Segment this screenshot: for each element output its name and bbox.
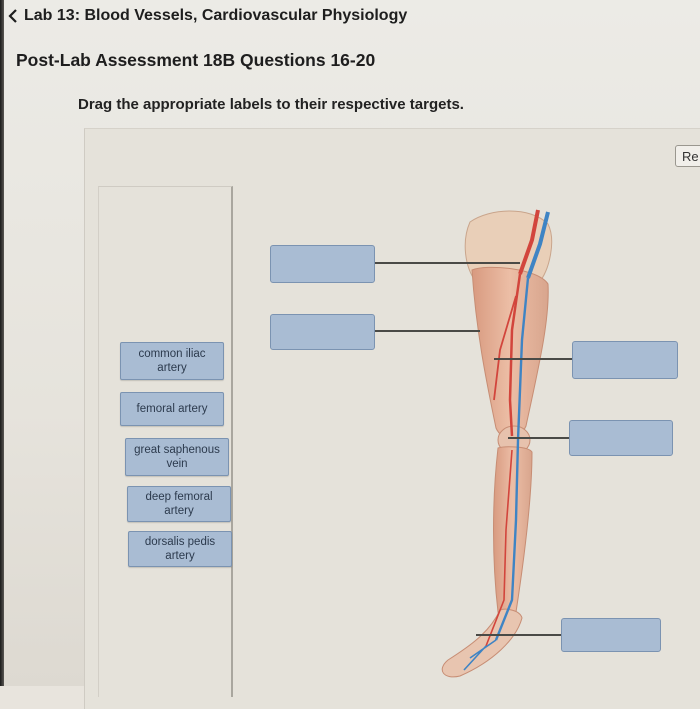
chevron-left-icon [8, 9, 17, 23]
leg-anatomy-illustration [441, 209, 553, 678]
leader-line [494, 358, 574, 360]
leader-line [476, 634, 562, 636]
drop-target-5[interactable] [561, 618, 661, 652]
label-bank [98, 186, 233, 697]
drop-target-4[interactable] [569, 420, 673, 456]
drop-target-2[interactable] [270, 314, 375, 350]
great-saphenous-vein-vessel [494, 277, 530, 641]
reset-button[interactable]: Re [675, 145, 700, 167]
device-bezel [0, 0, 4, 686]
drop-target-1[interactable] [270, 245, 375, 283]
label-femoral-artery[interactable]: femoral artery [120, 392, 224, 426]
deep-femoral-artery-vessel [493, 295, 517, 401]
back-link-label: Lab 13: Blood Vessels, Cardiovascular Ph… [24, 7, 408, 24]
leader-line [372, 262, 520, 264]
instruction-text: Drag the appropriate labels to their res… [78, 96, 464, 113]
label-dorsalis-pedis-artery[interactable]: dorsalis pedis artery [128, 531, 232, 567]
label-deep-femoral-artery[interactable]: deep femoral artery [127, 486, 231, 522]
leader-line [508, 437, 570, 439]
page-title: Post-Lab Assessment 18B Questions 16-20 [16, 50, 376, 70]
common-iliac-vein-vessel [526, 211, 550, 279]
label-common-iliac-artery[interactable]: common iliac artery [120, 342, 224, 380]
common-iliac-artery-vessel [518, 209, 540, 275]
femoral-artery-vessel [508, 273, 522, 437]
foot [441, 608, 523, 678]
drop-target-3[interactable] [572, 341, 678, 379]
anterior-leg-artery-vessel [485, 449, 513, 647]
label-great-saphenous-vein[interactable]: great saphenous vein [125, 438, 229, 476]
dorsal-venous-arch-vessel [463, 639, 497, 671]
back-link[interactable]: Lab 13: Blood Vessels, Cardiovascular Ph… [6, 7, 407, 25]
leader-line [372, 330, 480, 332]
